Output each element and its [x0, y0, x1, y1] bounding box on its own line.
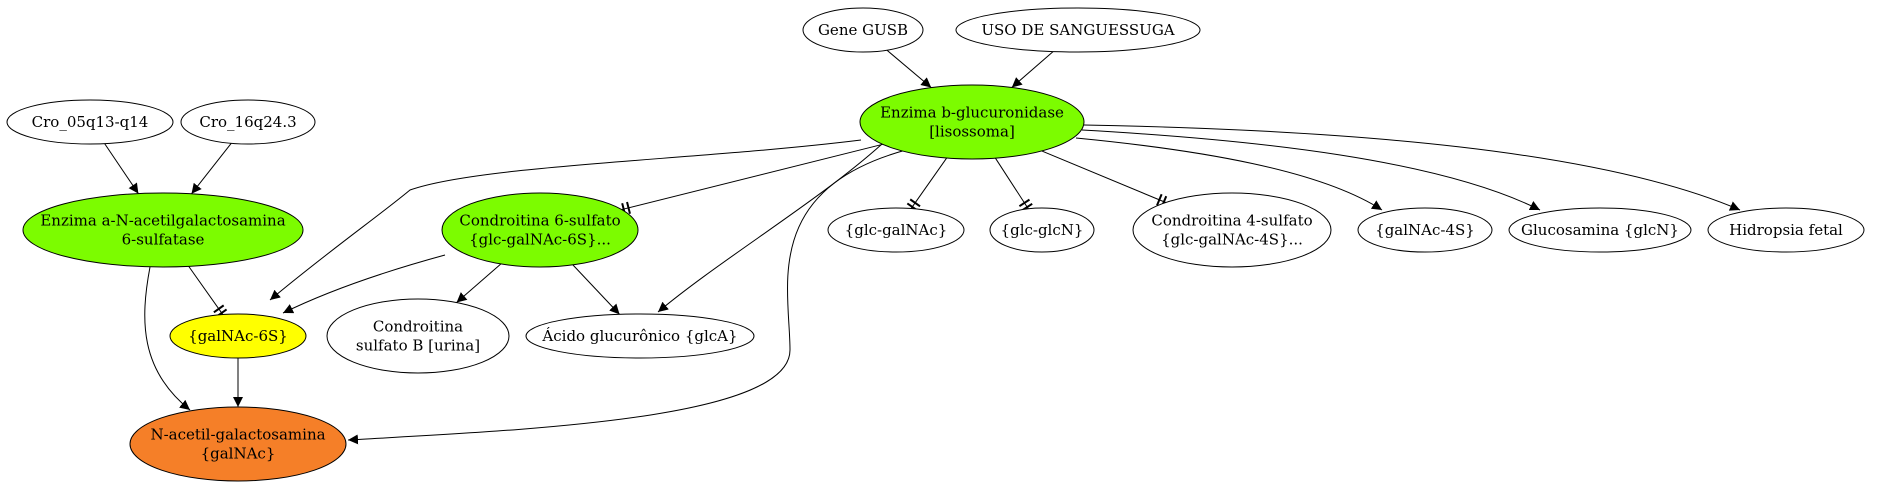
node-label: {galNAc-4S}	[1375, 221, 1475, 239]
edge-enzima-a-n-acetilgalactosamina-to-n-acetil-galactosamina	[144, 266, 191, 411]
node-cro-05q13-q14: Cro_05q13-q14	[6, 99, 174, 145]
edges-layer	[104, 49, 1741, 445]
edge-condroitina-6-sulfato-to-condroitina-sulfato-b	[456, 263, 502, 303]
node-acido-glucuronico: Ácido glucurônico {glcA}	[525, 313, 755, 359]
edge-enzima-b-glucuronidase-to-glc-galnac	[910, 157, 948, 209]
node-shape	[525, 313, 755, 359]
node-label: Enzima b-glucuronidase	[880, 104, 1064, 122]
node-shape	[802, 7, 924, 53]
node-shape	[326, 298, 510, 374]
node-label: Hidropsia fetal	[1729, 221, 1843, 239]
node-label: {galNAc-6S}	[188, 327, 288, 345]
node-condroitina-6-sulfato: Condroitina 6-sulfato{glc-galNAc-6S}...	[441, 192, 639, 268]
edge-enzima-b-glucuronidase-to-galnac-6s	[269, 139, 862, 301]
node-label: 6-sulfatase	[122, 231, 205, 249]
node-gene-gusb: Gene GUSB	[802, 7, 924, 53]
node-shape	[989, 207, 1095, 253]
node-label: Condroitina	[373, 318, 463, 336]
node-label: Gene GUSB	[818, 21, 908, 39]
node-shape	[129, 406, 347, 482]
node-glucosamina-glcn: Glucosamina {glcN}	[1508, 207, 1692, 253]
node-shape	[1357, 207, 1493, 253]
edge-uso-de-sanguessuga-to-enzima-b-glucuronidase	[1011, 51, 1054, 88]
node-n-acetil-galactosamina: N-acetil-galactosamina{galNAc}	[129, 406, 347, 482]
node-shape	[169, 313, 307, 359]
edge-enzima-b-glucuronidase-to-acido-glucuronico	[657, 143, 883, 313]
edge-enzima-b-glucuronidase-to-n-acetil-galactosamina	[347, 149, 907, 445]
node-shape	[180, 99, 316, 145]
node-shape	[22, 192, 304, 268]
node-hidropsia-fetal: Hidropsia fetal	[1707, 207, 1865, 253]
node-label: {galNAc}	[201, 445, 276, 463]
node-label: USO DE SANGUESSUGA	[981, 21, 1174, 39]
node-glc-galnac: {glc-galNAc}	[827, 207, 965, 253]
edge-enzima-b-glucuronidase-to-condroitina-6-sulfato	[621, 143, 883, 211]
edge-condroitina-6-sulfato-to-galnac-6s	[282, 254, 446, 314]
node-shape	[859, 84, 1085, 160]
node-galnac-6s: {galNAc-6S}	[169, 313, 307, 359]
node-shape	[6, 99, 174, 145]
node-label: sulfato B [urina]	[356, 337, 480, 355]
edge-enzima-b-glucuronidase-to-condroitina-4-sulfato	[1041, 150, 1166, 203]
node-shape	[1132, 192, 1332, 268]
node-condroitina-4-sulfato: Condroitina 4-sulfato{glc-galNAc-4S}...	[1132, 192, 1332, 268]
edge-gene-gusb-to-enzima-b-glucuronidase	[886, 49, 932, 88]
node-label: [lisossoma]	[929, 123, 1015, 141]
node-label: Cro_16q24.3	[199, 113, 296, 131]
node-shape	[827, 207, 965, 253]
edge-cro-05q13-q14-to-enzima-a-n-acetilgalactosamina	[104, 143, 139, 194]
node-enzima-b-glucuronidase: Enzima b-glucuronidase[lisossoma]	[859, 84, 1085, 160]
node-shape	[1707, 207, 1865, 253]
node-label: Ácido glucurônico {glcA}	[541, 327, 737, 345]
node-galnac-4s: {galNAc-4S}	[1357, 207, 1493, 253]
node-label: Enzima a-N-acetilgalactosamina	[40, 212, 285, 230]
node-uso-de-sanguessuga: USO DE SANGUESSUGA	[955, 7, 1201, 53]
node-glc-glcn: {glc-glcN}	[989, 207, 1095, 253]
node-label: Glucosamina {glcN}	[1521, 221, 1679, 239]
node-label: Condroitina 6-sulfato	[459, 212, 620, 230]
edge-cro-16q24-3-to-enzima-a-n-acetilgalactosamina	[191, 142, 232, 195]
edge-condroitina-6-sulfato-to-acido-glucuronico	[572, 264, 620, 315]
node-label: Condroitina 4-sulfato	[1151, 212, 1312, 230]
node-label: {glc-galNAc-6S}...	[469, 231, 611, 249]
node-label: {glc-galNAc}	[845, 221, 948, 239]
node-label: N-acetil-galactosamina	[150, 426, 325, 444]
node-label: Cro_05q13-q14	[32, 113, 149, 131]
edge-enzima-b-glucuronidase-to-glc-glcn	[995, 157, 1029, 210]
nodes-layer: Gene GUSB USO DE SANGUESSUGA Enzima b-gluc…	[6, 7, 1865, 482]
edge-enzima-b-glucuronidase-to-hidropsia-fetal	[1083, 124, 1741, 211]
edge-enzima-b-glucuronidase-to-glucosamina-glcn	[1081, 129, 1541, 211]
node-cro-16q24-3: Cro_16q24.3	[180, 99, 316, 145]
edge-enzima-b-glucuronidase-to-galnac-4s	[1075, 137, 1383, 211]
edge-enzima-a-n-acetilgalactosamina-to-galnac-6s	[188, 266, 224, 315]
node-enzima-a-n-acetilgalactosamina: Enzima a-N-acetilgalactosamina6-sulfatas…	[22, 192, 304, 268]
node-label: {glc-glcN}	[1001, 221, 1084, 239]
node-shape	[955, 7, 1201, 53]
node-label: {glc-galNAc-4S}...	[1161, 231, 1303, 249]
node-shape	[1508, 207, 1692, 253]
node-shape	[441, 192, 639, 268]
